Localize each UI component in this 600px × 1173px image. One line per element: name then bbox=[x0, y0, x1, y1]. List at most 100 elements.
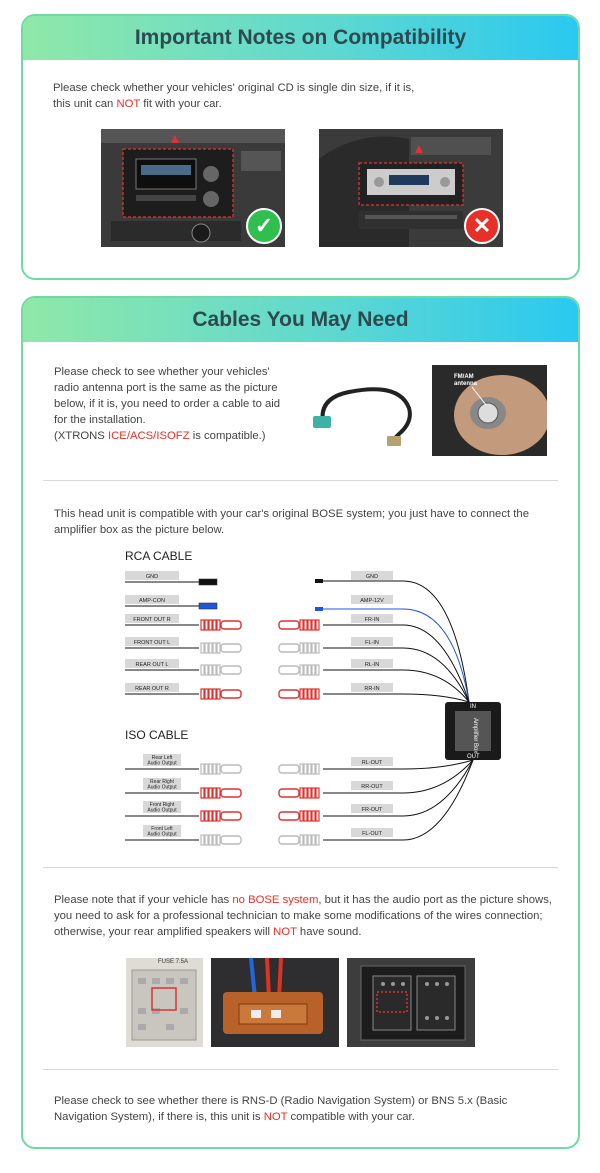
right-rca-label-box bbox=[351, 683, 393, 692]
antenna-port-illustration bbox=[432, 365, 547, 456]
rca-cable-title: RCA CABLE bbox=[125, 549, 192, 563]
right-rca-terminal bbox=[315, 607, 323, 611]
right-rca-plug bbox=[278, 642, 320, 654]
right-rca-terminal bbox=[315, 579, 323, 583]
right-rca-wire bbox=[323, 647, 470, 703]
right-iso-label-box bbox=[351, 804, 393, 813]
left-rca-plug bbox=[200, 664, 242, 676]
left-iso-label-box bbox=[143, 754, 181, 766]
amplifier-box-face bbox=[455, 711, 491, 751]
left-rca-terminal bbox=[198, 578, 218, 586]
cables-card: Cables You May Need Please check to see … bbox=[21, 296, 580, 1149]
right-rca-plug bbox=[278, 664, 320, 676]
right-rca-plug bbox=[278, 619, 320, 631]
right-iso-wire bbox=[323, 759, 474, 794]
divider-3 bbox=[43, 1069, 558, 1070]
iso-cable-title: ISO CABLE bbox=[125, 728, 188, 742]
left-iso-label: Front Left bbox=[151, 826, 173, 832]
left-rca-label: REAR OUT R bbox=[135, 686, 169, 692]
right-iso-label-box bbox=[351, 781, 393, 790]
right-rca-label: RL-IN bbox=[365, 662, 379, 668]
fuse-label: FUSE 7.5A bbox=[158, 959, 189, 965]
fuse-box-photo: FUSE 7.5A bbox=[126, 958, 203, 1047]
harness-socket-illustration bbox=[347, 958, 475, 1047]
left-rca-label: REAR OUT L bbox=[136, 662, 169, 668]
right-rca-label-box bbox=[351, 637, 393, 646]
harness-socket-photo bbox=[347, 958, 475, 1047]
amp-box-label: Amplifier Box bbox=[472, 718, 478, 753]
dashboard-ok-illustration bbox=[101, 129, 285, 247]
divider-2 bbox=[43, 867, 558, 868]
right-rca-wire bbox=[323, 624, 470, 703]
right-rca-label-box bbox=[351, 571, 393, 580]
right-rca-label: AMP-12V bbox=[360, 598, 384, 604]
right-rca-label-box bbox=[351, 614, 393, 623]
left-rca-plug bbox=[200, 688, 242, 700]
left-rca-plug bbox=[200, 642, 242, 654]
compat-line-1: Please check whether your vehicles' orig… bbox=[53, 82, 415, 94]
left-rca-terminal bbox=[198, 602, 218, 610]
right-rca-wire bbox=[323, 608, 470, 703]
left-rca-label-box bbox=[125, 637, 179, 646]
left-rca-label-box bbox=[125, 659, 179, 668]
double-din-dashboard-photo: ✓ bbox=[101, 129, 285, 247]
left-rca-label: FRONT OUT R bbox=[133, 617, 170, 623]
model-names: ICE/ACS/ISOFZ bbox=[107, 430, 190, 442]
left-iso-label: Rear Left bbox=[152, 755, 173, 761]
left-iso-label: Audio Output bbox=[147, 761, 177, 767]
left-rca-label-box bbox=[125, 683, 179, 692]
bose-text: This head unit is compatible with your c… bbox=[54, 508, 529, 536]
left-iso-label: Audio Output bbox=[147, 785, 177, 791]
antenna-text: Please check to see whether your vehicle… bbox=[54, 366, 281, 442]
left-rca-label: GND bbox=[146, 574, 158, 580]
compatibility-header: Important Notes on Compatibility bbox=[23, 16, 578, 60]
right-rca-label: FL-IN bbox=[365, 640, 379, 646]
no-bose-emphasis: no BOSE system bbox=[232, 894, 319, 906]
single-din-dashboard-photo: ✕ bbox=[319, 129, 503, 247]
right-iso-label-box bbox=[351, 828, 393, 837]
right-rca-wire bbox=[323, 693, 470, 703]
left-rca-label-box bbox=[125, 571, 179, 580]
left-iso-plug bbox=[200, 810, 242, 822]
fuse-box-illustration bbox=[126, 958, 203, 1047]
compatibility-card: Important Notes on Compatibility Please … bbox=[21, 14, 580, 280]
left-iso-label: Audio Output bbox=[147, 832, 177, 838]
right-iso-label-box bbox=[351, 757, 393, 766]
left-iso-plug bbox=[200, 834, 242, 846]
right-iso-label: RL-OUT bbox=[362, 760, 383, 766]
left-iso-label-box bbox=[143, 825, 181, 837]
right-iso-label: FR-OUT bbox=[362, 807, 383, 813]
not-emphasis: NOT bbox=[263, 1111, 288, 1123]
left-rca-label: FRONT OUT L bbox=[134, 640, 170, 646]
right-iso-plug bbox=[278, 810, 320, 822]
right-rca-wire bbox=[323, 669, 470, 703]
antenna-cable-illustration bbox=[313, 387, 412, 446]
right-iso-plug bbox=[278, 834, 320, 846]
left-rca-label-box bbox=[125, 595, 179, 604]
connector-photo bbox=[211, 958, 339, 1047]
not-emphasis: NOT bbox=[273, 926, 297, 938]
right-iso-label: FL-OUT bbox=[362, 831, 383, 837]
left-iso-label: Rear Right bbox=[150, 779, 175, 785]
left-iso-label-box bbox=[143, 778, 181, 790]
left-iso-label: Audio Output bbox=[147, 808, 177, 814]
cables-title: Cables You May Need bbox=[192, 308, 409, 331]
left-rca-label-box bbox=[125, 614, 179, 623]
close-icon: ✕ bbox=[464, 208, 500, 244]
left-iso-plug bbox=[200, 763, 242, 775]
right-rca-wire bbox=[323, 580, 470, 703]
right-iso-label: RR-OUT bbox=[361, 784, 383, 790]
right-rca-label: FR-IN bbox=[365, 617, 380, 623]
not-emphasis: NOT bbox=[116, 98, 141, 110]
connector-illustration bbox=[211, 958, 339, 1047]
checkmark-icon: ✓ bbox=[246, 208, 282, 244]
right-iso-wire bbox=[323, 759, 474, 841]
right-iso-wire bbox=[323, 759, 474, 770]
rns-text: Please check to see whether there is RNS… bbox=[54, 1095, 508, 1123]
no-bose-text: Please note that if your vehicle has no … bbox=[54, 894, 552, 938]
right-rca-label: RR-IN bbox=[364, 686, 379, 692]
right-iso-plug bbox=[278, 763, 320, 775]
cables-header: Cables You May Need bbox=[23, 298, 578, 342]
right-rca-label-box bbox=[351, 659, 393, 668]
